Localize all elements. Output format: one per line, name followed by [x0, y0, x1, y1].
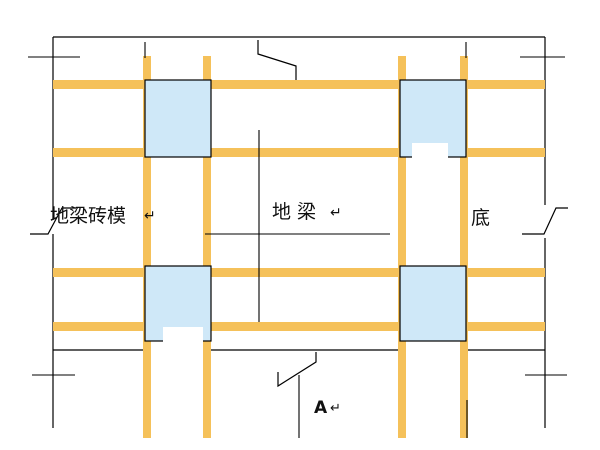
- break-top: [257, 40, 297, 80]
- break-symbols: [30, 40, 568, 388]
- column-bottom-right: [399, 265, 467, 342]
- dimension-lines: [28, 42, 567, 438]
- column-notches: [163, 143, 448, 343]
- break-bottom: [277, 352, 317, 388]
- horizontal-beam-strips: [53, 80, 545, 331]
- beam-strip-v4: [460, 56, 468, 438]
- beam-strip-h3: [53, 268, 545, 277]
- label-section-a: A: [314, 398, 328, 418]
- label-brick-formwork: 地梁砖模: [50, 205, 126, 227]
- return-mark-3: ↵: [330, 401, 341, 416]
- return-mark-1: ↵: [144, 208, 156, 224]
- beam-strip-h4: [53, 322, 545, 331]
- label-ground-beam: 地 梁: [272, 201, 316, 223]
- beam-strip-v1: [143, 56, 151, 438]
- break-right: [522, 207, 568, 235]
- notch-top-right: [412, 143, 448, 159]
- beam-strip-h1: [53, 80, 545, 89]
- return-mark-2: ↵: [330, 205, 342, 221]
- label-bottom: 底: [471, 207, 490, 229]
- break-left: [30, 207, 78, 235]
- frame-lines: [52, 36, 546, 428]
- column-top-left: [144, 79, 212, 158]
- beam-strip-v2: [203, 56, 211, 438]
- beam-strip-h2: [53, 148, 545, 157]
- vertical-beam-strips: [143, 56, 468, 438]
- notch-bottom-left: [163, 327, 203, 343]
- beam-strip-v3: [398, 56, 406, 438]
